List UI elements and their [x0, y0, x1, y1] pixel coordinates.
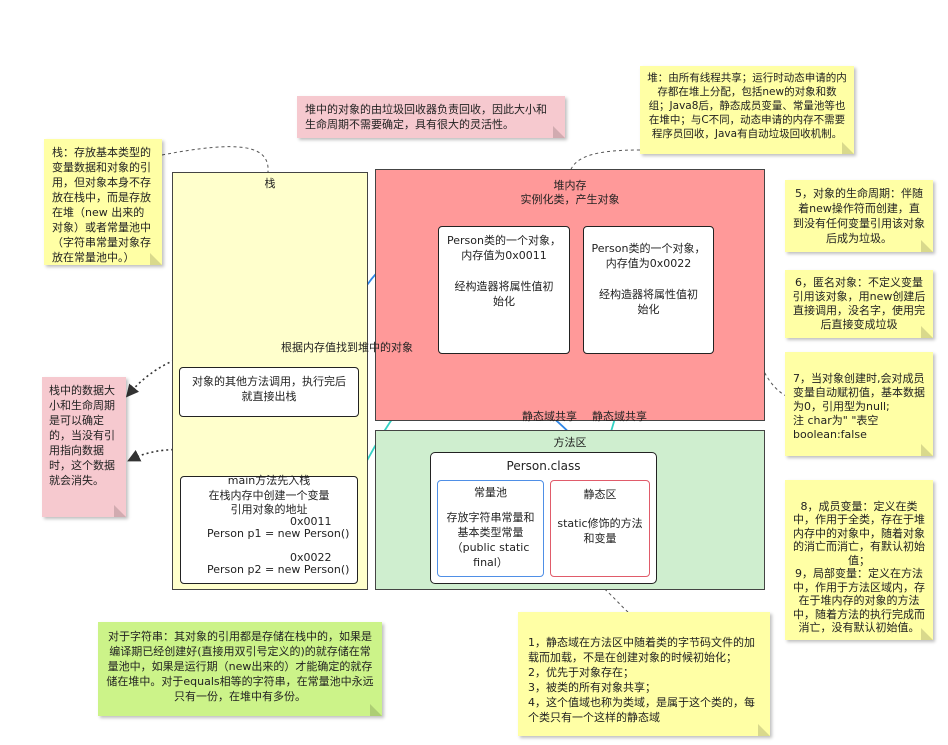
main-line-3: 引用对象的地址 — [230, 503, 308, 516]
method-area-title: 方法区 — [553, 436, 587, 449]
obj1-body: 经构造器将属性值初始化 — [454, 280, 554, 308]
person-class-name: Person.class — [506, 459, 581, 473]
obj1-line2: 内存值为0x0011 — [461, 249, 547, 262]
static-area-box: 静态区 static修饰的方法和变量 — [550, 480, 650, 577]
constant-pool-body: 存放字符串常量和基本类型常量（public static final） — [446, 511, 535, 569]
stack-note-text: 栈：存放基本类型的变量数据和对象的引用，但对象本身不存放在栈中，而是存放在堆（n… — [52, 146, 151, 264]
var-p2: Person p2 = new Person() — [207, 563, 350, 576]
static-area-body: static修饰的方法和变量 — [557, 517, 643, 545]
obj2-line2: 内存值为0x0022 — [605, 257, 692, 270]
stack-life-note-text: 栈中的数据大小和生命周期是可以确定的，当没有引用指向数据时，这个数据就会消失。 — [49, 384, 115, 487]
main-line-1: main方法先入栈 — [227, 474, 311, 487]
heap-title-line2: 实例化类，产生对象 — [520, 193, 620, 206]
stack-note: 栈：存放基本类型的变量数据和对象的引用，但对象本身不存放在栈中，而是存放在堆（n… — [44, 139, 162, 265]
constant-pool-title: 常量池 — [474, 486, 507, 499]
var-p1: Person p1 = new Person() — [207, 527, 350, 540]
person-object-2: Person类的一个对象， 内存值为0x0022 经构造器将属性值初始化 — [583, 226, 714, 354]
find-object-label: 根据内存值找到堆中的对象 — [281, 341, 413, 354]
address-p2: 0x0022 — [290, 551, 332, 564]
gc-note: 堆中的对象的由垃圾回收器负责回收，因此大小和生命周期不需要确定，具有很大的灵活性… — [297, 96, 565, 138]
note-6: 6，匿名对象：不定义变量引用该对象，用new创建后直接调用，没名字，使用完后直接… — [785, 270, 933, 338]
note-7: 7，当对象创建时,会对成员变量自动赋初值，基本数据为0，引用型为null; 注 … — [785, 352, 933, 456]
stack-title: 栈 — [264, 177, 276, 190]
obj2-body: 经构造器将属性值初始化 — [599, 288, 698, 316]
stack-life-note: 栈中的数据大小和生命周期是可以确定的，当没有引用指向数据时，这个数据就会消失。 — [42, 377, 126, 517]
other-methods-frame: 对象的其他方法调用，执行完后就直接出栈 — [179, 367, 359, 417]
static-note-connector — [599, 584, 629, 613]
note-7-text: 7，当对象创建时,会对成员变量自动赋初值，基本数据为0，引用型为null; 注 … — [793, 372, 925, 441]
address-p1: 0x0011 — [290, 515, 332, 528]
constant-pool-box: 常量池 存放字符串常量和基本类型常量（public static final） — [437, 480, 544, 577]
heap-note-connector — [569, 149, 641, 173]
obj2-line1: Person类的一个对象， — [591, 242, 706, 255]
other-methods-text: 对象的其他方法调用，执行完后就直接出栈 — [192, 375, 346, 403]
person-object-1: Person类的一个对象， 内存值为0x0011 经构造器将属性值初始化 — [438, 226, 570, 354]
string-note: 对于字符串：其对象的引用都是存储在栈中的，如果是编译期已经创建好(直接用双引号定… — [98, 622, 382, 716]
heap-note-text: 堆：由所有线程共享；运行时动态申请的内存都在堆上分配，包括new的对象和数组；J… — [647, 72, 847, 140]
static-shared-label-2: 静态域共享 — [592, 410, 647, 423]
note-5: 5，对象的生命周期：伴随着new操作符而创建，直到没有任何变量引用该对象后成为垃… — [785, 180, 933, 252]
note-5-text: 5，对象的生命周期：伴随着new操作符而创建，直到没有任何变量引用该对象后成为垃… — [793, 187, 925, 245]
obj1-line1: Person类的一个对象， — [447, 234, 561, 247]
static-area-title: 静态区 — [583, 488, 617, 501]
main-frame — [180, 476, 358, 584]
static-note: 1，静态域在方法区中随着类的字节码文件的加载而加载，不是在创建对象的时候初始化；… — [518, 612, 770, 736]
note-8-9-text: 8，成员变量：定义在类中，作用于全类，存在于堆内存中的对象中，随着对象的消亡而消… — [793, 499, 925, 635]
note-8-9: 8，成员变量：定义在类中，作用于全类，存在于堆内存中的对象中，随着对象的消亡而消… — [785, 480, 933, 640]
heap-note: 堆：由所有线程共享；运行时动态申请的内存都在堆上分配，包括new的对象和数组；J… — [640, 66, 854, 154]
static-shared-label-1: 静态域共享 — [522, 410, 577, 423]
main-line-2: 在栈内存中创建一个变量 — [208, 489, 330, 502]
heap-title-line1: 堆内存 — [553, 179, 587, 192]
static-note-text: 1，静态域在方法区中随着类的字节码文件的加载而加载，不是在创建对象的时候初始化；… — [528, 636, 755, 724]
gc-note-text: 堆中的对象的由垃圾回收器负责回收，因此大小和生命周期不需要确定，具有很大的灵活性… — [305, 103, 547, 131]
string-note-text: 对于字符串：其对象的引用都是存储在栈中的，如果是编译期已经创建好(直接用双引号定… — [106, 630, 374, 703]
stack-note-connector — [161, 146, 269, 173]
note-6-text: 6，匿名对象：不定义变量引用该对象，用new创建后直接调用，没名字，使用完后直接… — [792, 276, 926, 331]
pop-arrow — [125, 348, 263, 398]
